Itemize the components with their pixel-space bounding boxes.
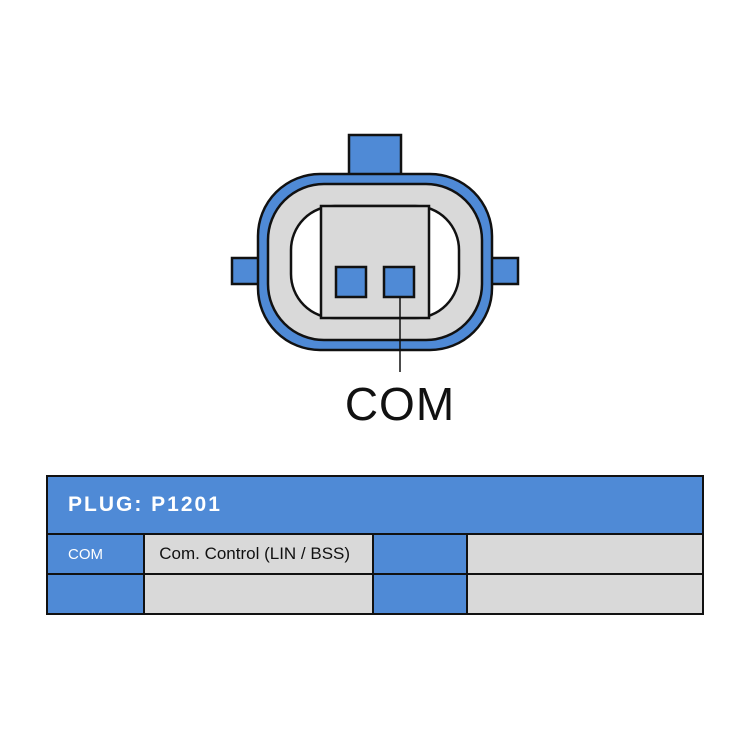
table-header-row: PLUG: P1201 xyxy=(46,475,704,535)
connector-drawing: COM xyxy=(230,133,520,430)
pin-description xyxy=(466,533,704,575)
pin-code xyxy=(372,533,469,575)
pin-description xyxy=(466,573,704,615)
pin-code: COM xyxy=(45,533,146,575)
pin-2 xyxy=(382,265,416,299)
table-row: COM Com. Control (LIN / BSS) xyxy=(45,533,704,575)
pin-1 xyxy=(334,265,368,299)
pin-label-com: COM xyxy=(345,378,455,430)
connector-insert xyxy=(319,204,431,320)
pin-assignment-table: PLUG: P1201 COM Com. Control (LIN / BSS) xyxy=(45,475,704,615)
pin-code xyxy=(45,573,146,615)
pin-description xyxy=(143,573,375,615)
table-row xyxy=(45,573,704,615)
pin-description: Com. Control (LIN / BSS) xyxy=(143,533,375,575)
plug-title: PLUG: P1201 xyxy=(46,475,704,535)
pin-code xyxy=(372,573,469,615)
